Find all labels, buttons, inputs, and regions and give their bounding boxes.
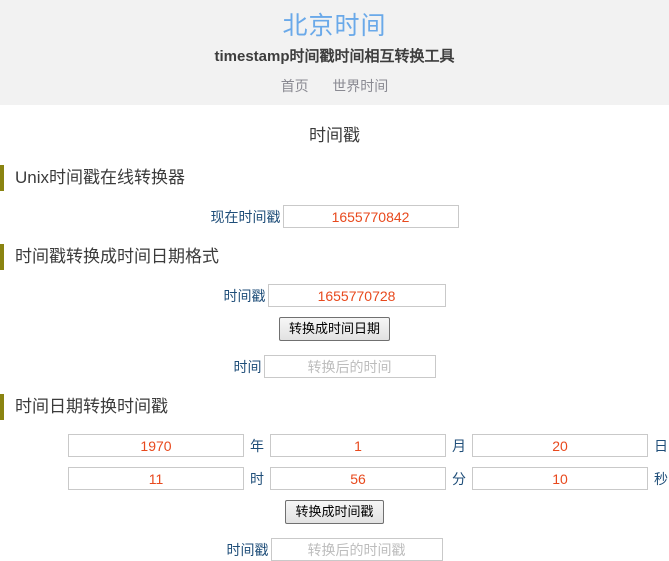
current-timestamp-input[interactable]	[282, 205, 459, 228]
convert-to-timestamp-button[interactable]: 转换成时间戳	[285, 500, 384, 524]
converted-timestamp-input[interactable]	[270, 538, 443, 561]
minute-input[interactable]	[270, 467, 446, 490]
hour-unit-label: 时	[250, 470, 264, 487]
date-parts-row: 年 月 日	[0, 434, 669, 457]
year-input[interactable]	[68, 434, 244, 457]
main-nav: 首页 世界时间	[0, 76, 669, 97]
timestamp-input[interactable]	[267, 284, 446, 307]
current-timestamp-label: 现在时间戳	[210, 208, 281, 225]
convert-to-date-button-row: 转换成时间日期	[0, 317, 669, 341]
converted-time-input[interactable]	[263, 355, 436, 378]
nav-link-world-time[interactable]: 世界时间	[332, 78, 389, 94]
main-content: 时间戳 Unix时间戳在线转换器 现在时间戳 时间戳转换成时间日期格式 时间戳 …	[0, 123, 669, 561]
section-heading-timestamp-to-date: 时间戳转换成时间日期格式	[0, 244, 669, 270]
timestamp-input-row: 时间戳	[0, 284, 669, 307]
timestamp-label: 时间戳	[223, 287, 266, 304]
current-timestamp-row: 现在时间戳	[0, 205, 669, 228]
page-title: 时间戳	[309, 126, 360, 145]
site-header: 北京时间 timestamp时间戳时间相互转换工具 首页 世界时间	[0, 0, 669, 105]
site-subtitle: timestamp时间戳时间相互转换工具	[214, 48, 455, 65]
convert-to-timestamp-button-row: 转换成时间戳	[0, 500, 669, 524]
second-unit-label: 秒	[654, 470, 668, 487]
section-heading-date-to-timestamp: 时间日期转换时间戳	[0, 394, 669, 420]
site-title: 北京时间	[282, 12, 387, 40]
month-input[interactable]	[270, 434, 446, 457]
day-unit-label: 日	[654, 437, 668, 454]
converted-time-row: 时间	[0, 355, 669, 378]
time-parts-row: 时 分 秒	[0, 467, 669, 490]
hour-input[interactable]	[68, 467, 244, 490]
day-input[interactable]	[472, 434, 648, 457]
section-heading-unix-converter: Unix时间戳在线转换器	[0, 165, 669, 191]
minute-unit-label: 分	[452, 470, 466, 487]
converted-timestamp-row: 时间戳	[0, 538, 669, 561]
nav-link-home[interactable]: 首页	[280, 78, 309, 94]
converted-time-label: 时间	[233, 358, 262, 375]
year-unit-label: 年	[250, 437, 264, 454]
month-unit-label: 月	[452, 437, 466, 454]
second-input[interactable]	[472, 467, 648, 490]
converted-timestamp-label: 时间戳	[226, 541, 269, 558]
convert-to-date-button[interactable]: 转换成时间日期	[278, 317, 390, 341]
